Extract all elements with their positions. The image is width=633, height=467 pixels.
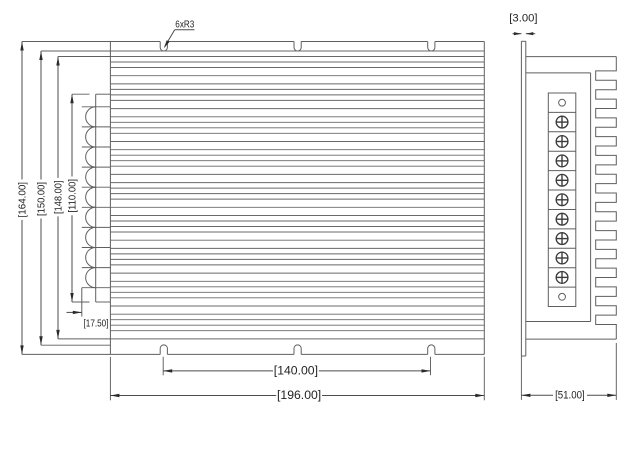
svg-text:[140.00]: [140.00] (274, 365, 318, 377)
svg-text:[148.00]: [148.00] (53, 180, 64, 214)
svg-text:[164.00]: [164.00] (17, 182, 28, 218)
svg-text:[3.00]: [3.00] (509, 13, 537, 25)
svg-text:[17.50]: [17.50] (84, 317, 109, 329)
svg-text:6xR3: 6xR3 (175, 18, 194, 30)
svg-text:[150.00]: [150.00] (36, 182, 47, 216)
svg-text:[51.00]: [51.00] (555, 390, 585, 402)
svg-text:[110.00]: [110.00] (67, 179, 78, 213)
svg-text:[196.00]: [196.00] (277, 390, 321, 402)
